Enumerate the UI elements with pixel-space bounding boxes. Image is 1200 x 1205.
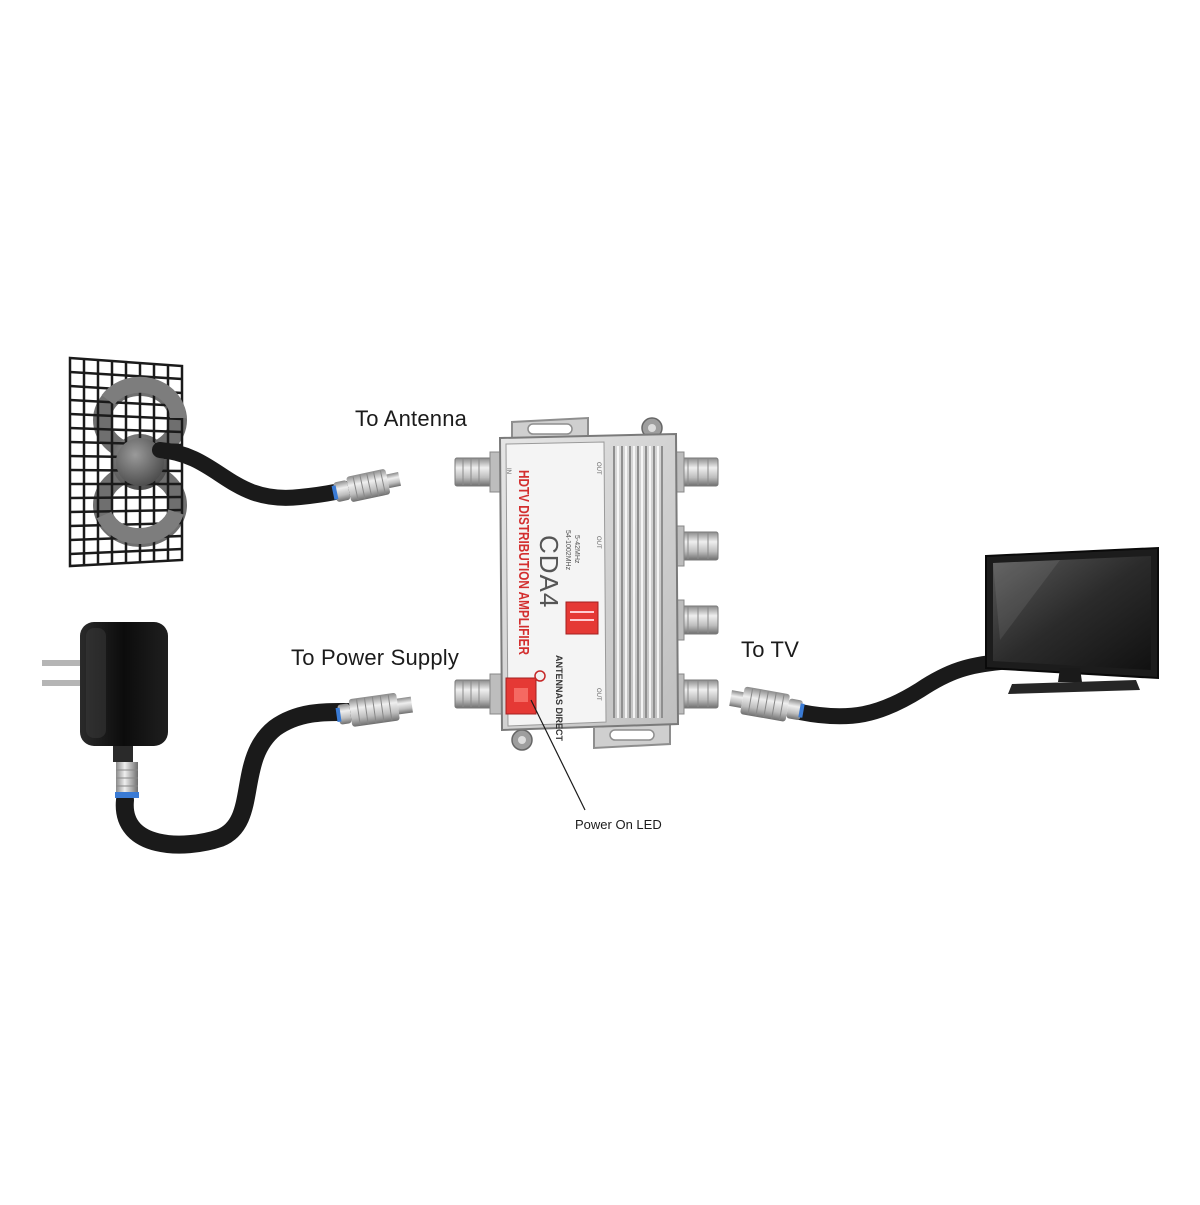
power-cable-connector: [335, 693, 413, 727]
amplifier-model: CDA4: [534, 535, 564, 608]
power-cable: [115, 702, 357, 854]
amplifier-brand: ANTENNAS DIRECT: [554, 655, 564, 742]
power-cable-connector-bottom: [115, 762, 139, 798]
antenna-icon: [68, 356, 187, 568]
amplifier-out-port-label-3: OUT: [595, 688, 601, 701]
to-power-supply-label: To Power Supply: [291, 645, 460, 670]
tv-cable-connector: [729, 686, 805, 722]
tv-icon: [985, 546, 1159, 694]
to-antenna-label: To Antenna: [355, 406, 468, 431]
amplifier-title: HDTV DISTRIBUTION AMPLIFIER: [515, 470, 532, 655]
led-pointer-line: [530, 699, 586, 811]
amplifier-in-port-label: IN: [505, 468, 511, 474]
amplifier-out-port-label-2: OUT: [595, 536, 601, 549]
amplifier-icon: [454, 416, 719, 751]
power-on-led-label: Power On LED: [575, 817, 662, 832]
antenna-cable-connector: [331, 469, 402, 502]
amplifier-spec-2: 5-42MHz: [573, 535, 580, 564]
amplifier-spec-1: 54-1002MHz: [564, 530, 571, 571]
to-tv-label: To TV: [741, 637, 800, 662]
amplifier-out-port-label-1: OUT: [595, 462, 601, 475]
power-adapter-icon: [42, 622, 168, 762]
antenna-cable: [152, 442, 368, 506]
tv-cable: [792, 654, 1008, 725]
